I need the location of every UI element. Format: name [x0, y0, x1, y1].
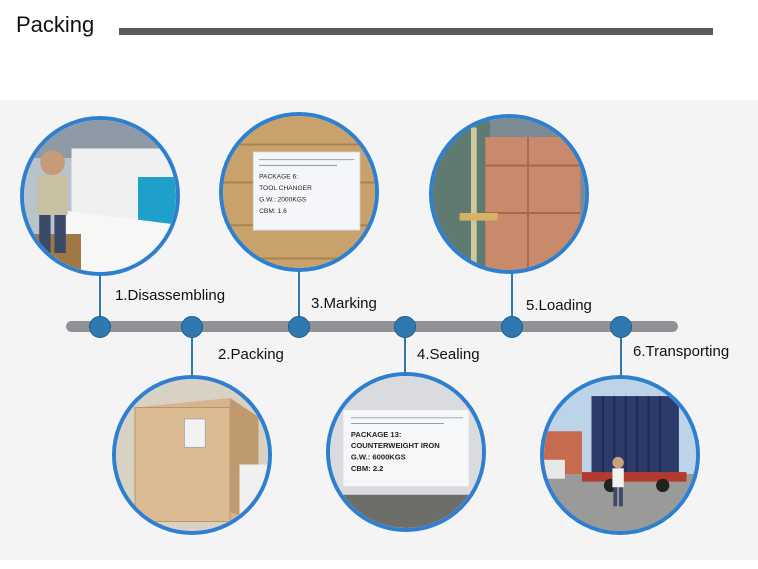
timeline-node-4 [394, 316, 416, 338]
connector-6 [620, 330, 622, 378]
step-label-6: 6.Transporting [633, 343, 730, 360]
connector-3 [298, 271, 300, 323]
step-label-5: 5.Loading [526, 297, 592, 314]
sealing-line-3: G.W.: 6000KGS [351, 453, 406, 462]
connector-5 [511, 272, 513, 323]
disassembling-photo [20, 116, 180, 276]
marking-line-1: PACKAGE 6: [259, 174, 298, 181]
sealing-photo: PACKAGE 13: COUNTERWEIGHT IRON G.W.: 600… [326, 372, 486, 532]
sealing-line-1: PACKAGE 13: [351, 430, 402, 439]
timeline-node-2 [181, 316, 203, 338]
marking-photo: PACKAGE 6: TOOL CHANGER G.W.: 2000KGS CB… [219, 112, 379, 272]
title-rule [119, 28, 713, 35]
step-label-3: 3.Marking [311, 295, 377, 312]
step-label-4: 4.Sealing [417, 346, 480, 363]
step-label-2: 2.Packing [218, 346, 284, 363]
packing-photo [112, 375, 272, 535]
connector-1 [99, 275, 101, 323]
timeline-node-5 [501, 316, 523, 338]
marking-line-4: CBM: 1.6 [259, 208, 287, 215]
connector-2 [191, 330, 193, 378]
sealing-line-4: CBM: 2.2 [351, 464, 384, 473]
timeline-node-3 [288, 316, 310, 338]
step-label-1: 1.Disassembling [115, 287, 226, 304]
sealing-line-2: COUNTERWEIGHT IRON [351, 441, 440, 450]
connector-4 [404, 330, 406, 376]
page-title: Packing [16, 12, 95, 37]
timeline-node-6 [610, 316, 632, 338]
transporting-photo [540, 375, 700, 535]
marking-line-3: G.W.: 2000KGS [259, 197, 307, 204]
timeline-node-1 [89, 316, 111, 338]
loading-photo [429, 114, 589, 274]
marking-line-2: TOOL CHANGER [259, 185, 312, 192]
timeline-bar [66, 321, 678, 332]
